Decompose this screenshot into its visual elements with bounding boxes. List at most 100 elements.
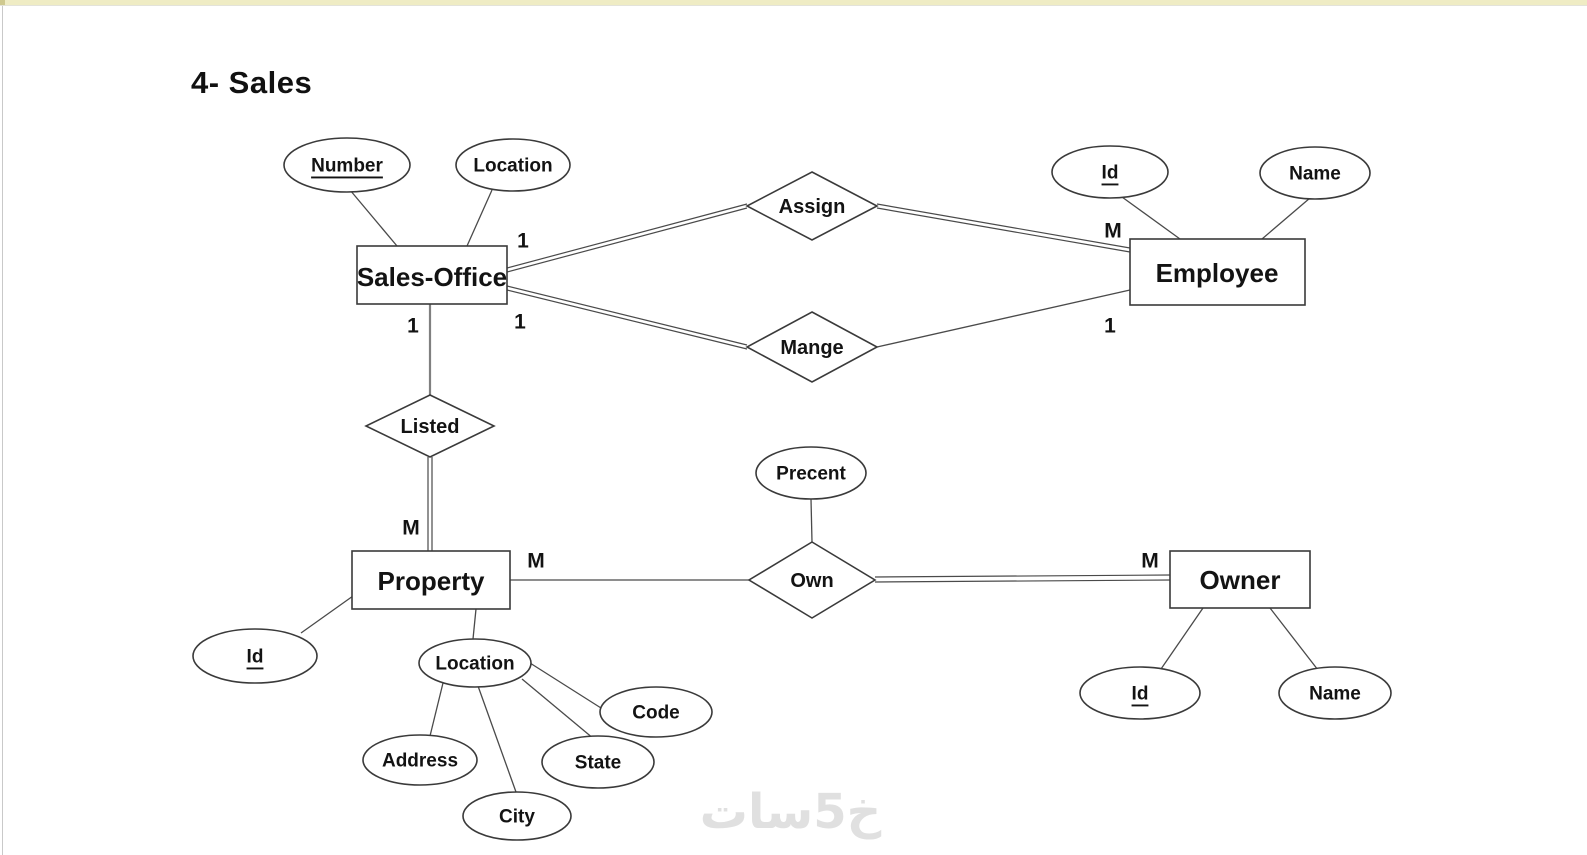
attribute-property-id: Id	[192, 628, 318, 684]
edge-location-code	[529, 662, 602, 709]
edge-assign-employee-b	[876, 207, 1131, 253]
edge-precent-own	[810, 498, 813, 543]
attribute-number-ellipse	[283, 137, 411, 193]
entity-sales-office-label: Sales-Office	[357, 262, 507, 292]
entity-employee-box	[1129, 238, 1306, 306]
entity-property-box	[351, 550, 511, 610]
left-border-line	[2, 6, 3, 855]
entity-property: Property	[351, 550, 511, 610]
attribute-city-label: City	[499, 807, 535, 828]
attribute-address-ellipse	[362, 734, 478, 786]
edge-mange-employee	[876, 289, 1131, 348]
edge-salesoffice-assign-a	[506, 203, 748, 269]
relationship-mange: Mange	[745, 311, 879, 383]
relationship-assign: Assign	[745, 171, 879, 241]
edge-number-salesoffice	[349, 189, 398, 247]
khamsat-watermark: خ5سات	[699, 784, 882, 840]
double-connector-lines	[427, 203, 1171, 583]
edge-salesoffice-mange-b	[506, 289, 748, 350]
cardinality-salesoffice-assign: 1	[517, 230, 529, 253]
relationship-own: Own	[747, 541, 877, 619]
edge-own-owner-a	[874, 574, 1171, 578]
attribute-precent-ellipse	[755, 446, 867, 500]
attribute-owner-name-ellipse	[1278, 666, 1392, 720]
entity-sales-office: Sales-Office	[356, 245, 508, 305]
entity-employee-label: Employee	[1156, 258, 1279, 288]
attribute-salesoffice-location: Location	[455, 138, 571, 192]
cardinality-listed-property: M	[402, 517, 420, 540]
edge-property-id	[300, 595, 354, 634]
attribute-code: Code	[599, 686, 713, 738]
attribute-employee-name-label: Name	[1289, 164, 1341, 185]
relationship-own-label: Own	[790, 570, 833, 592]
page-title: 4- Sales	[191, 64, 313, 100]
cardinality-own-owner: M	[1141, 550, 1159, 573]
attribute-precent-label: Precent	[776, 464, 846, 485]
attribute-city-ellipse	[462, 791, 572, 841]
attribute-employee-name: Name	[1259, 146, 1371, 200]
top-border-strip-cap	[0, 0, 5, 5]
cardinality-salesoffice-listed: 1	[407, 315, 419, 338]
cardinality-property-own: M	[527, 550, 545, 573]
attribute-property-location-ellipse	[418, 638, 532, 688]
attribute-code-ellipse	[599, 686, 713, 738]
entity-owner-label: Owner	[1200, 565, 1281, 595]
cardinality-assign-employee: M	[1104, 220, 1122, 243]
relationship-listed: Listed	[364, 394, 496, 458]
attribute-state: State	[541, 735, 655, 789]
entity-owner: Owner	[1169, 550, 1311, 609]
edge-property-location	[472, 608, 477, 640]
attribute-owner-id: Id	[1079, 666, 1201, 720]
attribute-state-label: State	[575, 753, 621, 774]
connector-lines	[300, 189, 1319, 793]
edge-location-address	[429, 682, 444, 737]
attribute-state-ellipse	[541, 735, 655, 789]
attribute-owner-id-ellipse	[1079, 666, 1201, 720]
entity-owner-box	[1169, 550, 1311, 609]
attribute-property-id-ellipse	[192, 628, 318, 684]
entity-employee: Employee	[1129, 238, 1306, 306]
edge-id-employee	[1121, 196, 1181, 240]
relationship-assign-label: Assign	[779, 196, 846, 218]
edge-location-salesoffice	[466, 189, 493, 247]
relationship-assign-diamond	[745, 171, 879, 241]
attribute-precent: Precent	[755, 446, 867, 500]
relationship-own-diamond	[747, 541, 877, 619]
edge-own-owner-b	[874, 579, 1171, 583]
attribute-address-label: Address	[382, 751, 458, 772]
cardinality-mange-employee: 1	[1104, 315, 1116, 338]
edge-salesoffice-mange-a	[506, 285, 748, 346]
attribute-property-id-label: Id	[247, 647, 264, 668]
top-border-strip	[0, 0, 1587, 6]
entity-sales-office-box	[356, 245, 508, 305]
edge-assign-employee-a	[876, 203, 1131, 249]
cardinality-labels: 1 M 1 1 1 M M M	[402, 220, 1159, 573]
attribute-address: Address	[362, 734, 478, 786]
attribute-owner-id-label: Id	[1132, 684, 1149, 705]
attribute-employee-id: Id	[1051, 145, 1169, 199]
attribute-code-label: Code	[632, 703, 680, 724]
edge-location-city	[477, 685, 517, 793]
attribute-salesoffice-location-ellipse	[455, 138, 571, 192]
attribute-salesoffice-location-label: Location	[473, 156, 552, 177]
attribute-employee-id-label: Id	[1102, 163, 1119, 184]
attribute-owner-name-label: Name	[1309, 684, 1361, 705]
edge-location-state	[521, 678, 595, 740]
attribute-number: Number	[283, 137, 411, 193]
edge-name-employee	[1261, 197, 1311, 240]
attribute-owner-name: Name	[1278, 666, 1392, 720]
edge-owner-id	[1160, 607, 1204, 670]
attribute-property-location-label: Location	[435, 654, 514, 675]
entity-property-label: Property	[378, 566, 485, 596]
attribute-employee-id-ellipse	[1051, 145, 1169, 199]
edge-owner-name	[1269, 607, 1319, 671]
attribute-number-label: Number	[311, 156, 383, 177]
attribute-property-location: Location	[418, 638, 532, 688]
cardinality-salesoffice-mange: 1	[514, 311, 526, 334]
relationship-listed-label: Listed	[401, 416, 460, 438]
relationship-listed-diamond	[364, 394, 496, 458]
relationship-mange-label: Mange	[780, 337, 843, 359]
attribute-city: City	[462, 791, 572, 841]
